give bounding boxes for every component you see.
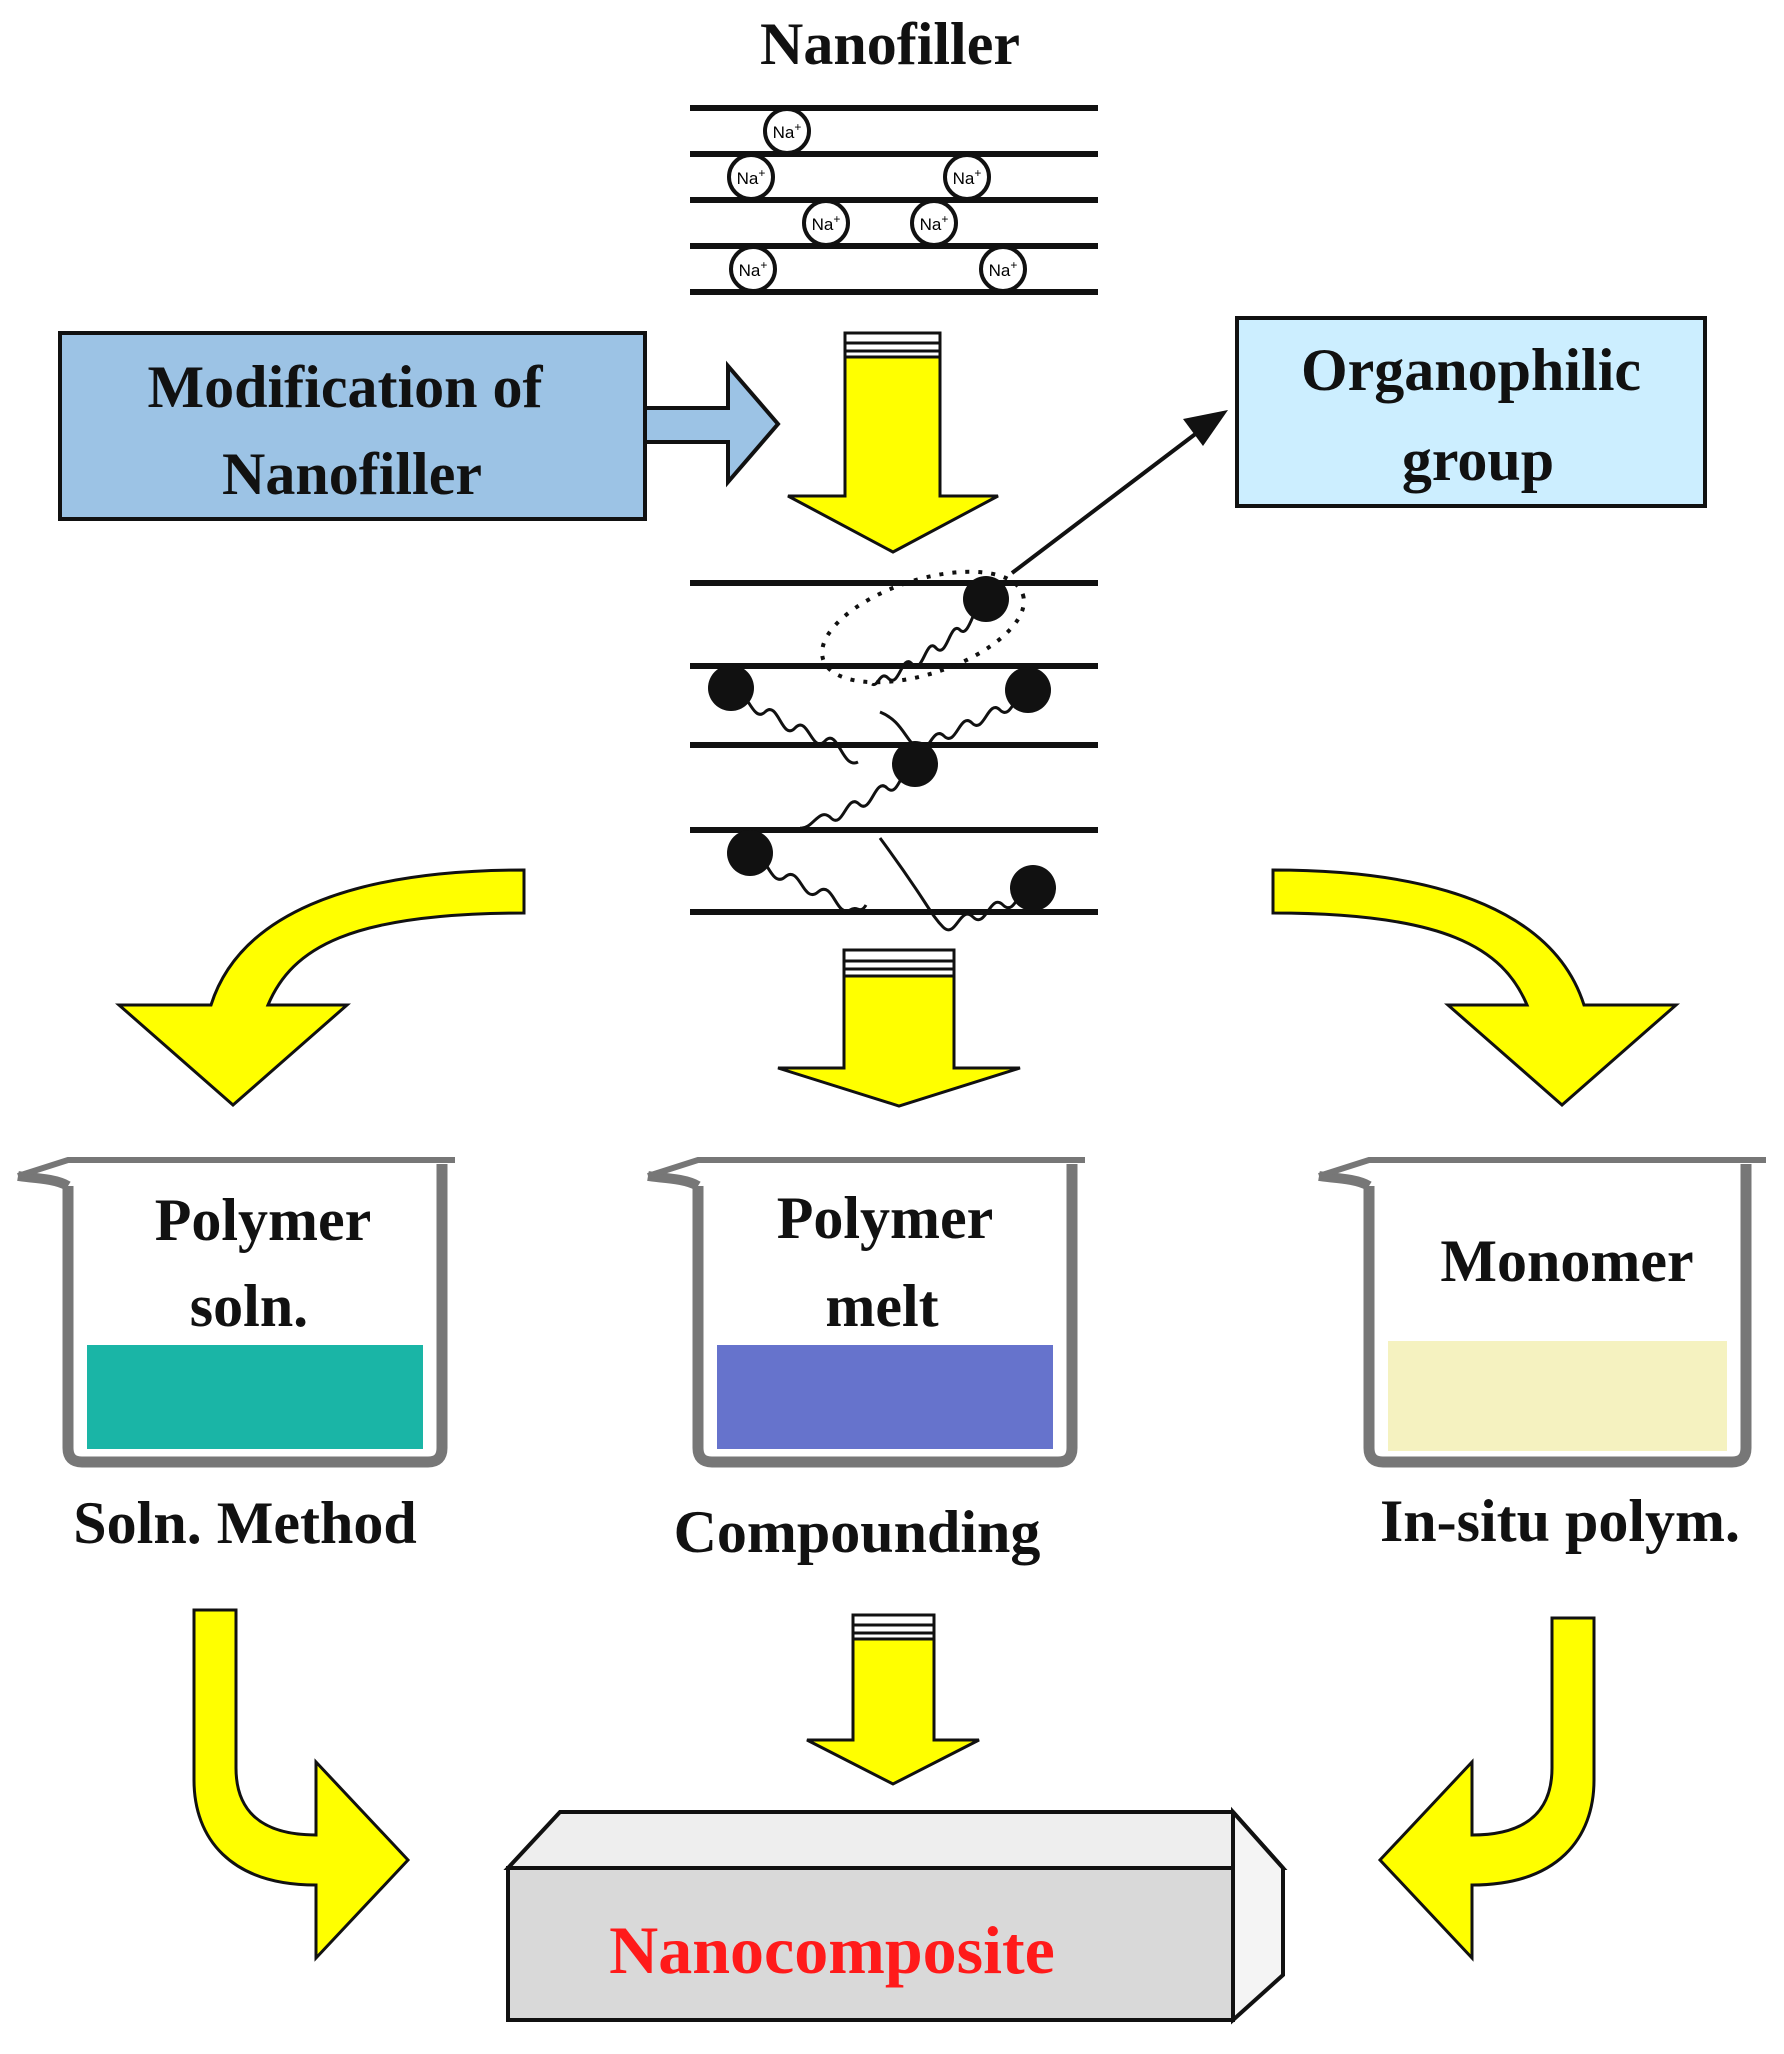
beaker-polymer-solution: Polymer soln. bbox=[17, 1157, 455, 1468]
ammonium-head bbox=[892, 741, 938, 787]
ammonium-head bbox=[727, 830, 773, 876]
alkyl-chain bbox=[799, 763, 916, 830]
sodium-ion: Na+ bbox=[727, 153, 775, 201]
sodium-ion: Na+ bbox=[979, 245, 1027, 293]
method-label-insitu: In-situ polym. bbox=[1380, 1488, 1740, 1554]
curved-arrow-to-monomer bbox=[1271, 868, 1680, 1107]
ammonium-head bbox=[1005, 667, 1051, 713]
modification-line2: Nanofiller bbox=[222, 441, 482, 507]
beaker-liquid bbox=[87, 1345, 423, 1449]
sodium-ions: Na+ Na+ Na+ Na+ Na+ Na+ Na+ bbox=[727, 107, 1027, 293]
ion-label: Na+ bbox=[739, 258, 768, 280]
down-arrow-to-composite bbox=[806, 1613, 980, 1786]
ion-label: Na+ bbox=[920, 212, 949, 234]
block-top-face bbox=[503, 1810, 1288, 1870]
method-label-compounding: Compounding bbox=[674, 1499, 1041, 1565]
organophilic-highlight bbox=[820, 569, 1026, 685]
nanocomposite-label: Nanocomposite bbox=[609, 1912, 1055, 1988]
curved-arrow-to-solution bbox=[115, 868, 526, 1107]
sodium-ion: Na+ bbox=[729, 245, 777, 293]
nanocomposite-block: Nanocomposite bbox=[503, 1806, 1288, 2025]
beaker-monomer: Monomer bbox=[1318, 1157, 1766, 1468]
ion-label: Na+ bbox=[773, 120, 802, 142]
alkyl-chain bbox=[879, 690, 1029, 752]
down-arrow-compounding bbox=[777, 948, 1021, 1108]
organophilic-box-bg bbox=[1235, 316, 1707, 508]
modification-arrow bbox=[643, 360, 781, 488]
block-side-face bbox=[1231, 1806, 1285, 2025]
beaker-liquid bbox=[1388, 1341, 1727, 1451]
beaker-label-line2: melt bbox=[825, 1273, 938, 1339]
sodium-ion: Na+ bbox=[910, 199, 958, 247]
ion-label: Na+ bbox=[812, 212, 841, 234]
alkyl-chain bbox=[729, 686, 859, 765]
modification-box: Modification of Nanofiller bbox=[58, 331, 647, 521]
modified-clay-layers bbox=[690, 580, 1098, 915]
ammonium-head bbox=[963, 576, 1009, 622]
organophilic-box: Organophilic group bbox=[1235, 316, 1707, 508]
sodium-ion: Na+ bbox=[943, 153, 991, 201]
beaker-label-line1: Monomer bbox=[1440, 1228, 1693, 1294]
beaker-label-line2: soln. bbox=[190, 1273, 308, 1339]
alkyl-chain bbox=[871, 599, 987, 687]
ion-label: Na+ bbox=[989, 258, 1018, 280]
sodium-ion: Na+ bbox=[802, 199, 850, 247]
beaker-label-line1: Polymer bbox=[777, 1185, 994, 1251]
curved-arrow-solution-to-composite bbox=[192, 1608, 411, 1962]
beaker-label-line1: Polymer bbox=[155, 1187, 372, 1253]
beaker-polymer-melt: Polymer melt bbox=[647, 1157, 1085, 1468]
curved-arrow-insitu-to-composite bbox=[1377, 1616, 1596, 1962]
beaker-liquid bbox=[717, 1345, 1053, 1449]
ammonium-heads bbox=[708, 576, 1056, 911]
beakers: Polymer soln. Polymer melt Monomer bbox=[17, 1157, 1766, 1468]
ammonium-head bbox=[708, 665, 754, 711]
block-front-face bbox=[506, 1866, 1235, 2022]
modification-box-bg bbox=[58, 331, 647, 521]
nanofiller-title: Nanofiller bbox=[760, 11, 1020, 77]
organic-chains bbox=[729, 599, 1034, 932]
ion-label: Na+ bbox=[737, 166, 766, 188]
sodium-ion: Na+ bbox=[763, 107, 811, 155]
method-label-solution: Soln. Method bbox=[73, 1490, 416, 1556]
ion-label: Na+ bbox=[953, 166, 982, 188]
modification-line1: Modification of bbox=[148, 354, 544, 420]
organophilic-pointer-arrow bbox=[1010, 410, 1228, 575]
alkyl-chain bbox=[749, 852, 868, 913]
organophilic-line2: group bbox=[1402, 427, 1554, 493]
organophilic-line1: Organophilic bbox=[1301, 337, 1641, 403]
alkyl-chain bbox=[878, 837, 1034, 932]
down-arrow-modification bbox=[787, 331, 999, 554]
ammonium-head bbox=[1010, 865, 1056, 911]
